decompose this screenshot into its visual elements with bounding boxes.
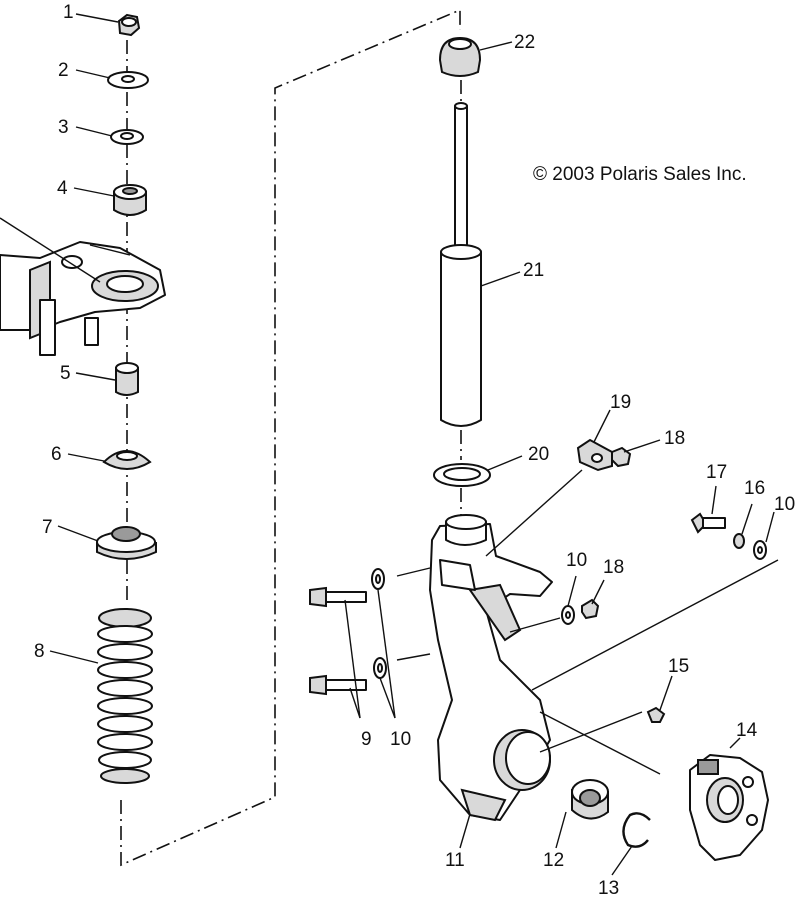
leader-8 — [49, 650, 99, 664]
part-15-bleeder-valve-icon — [646, 706, 666, 723]
part-9-bolt-icon — [309, 586, 367, 696]
leader-10b — [379, 677, 396, 719]
callout-2: 2 — [58, 60, 69, 81]
part-10-washer-icon-right — [753, 540, 767, 560]
leader-19 — [593, 409, 611, 443]
callout-1: 1 — [63, 2, 74, 23]
callout-17: 17 — [706, 462, 727, 483]
part-1-nut-icon — [117, 13, 141, 37]
part-20-washer-icon — [433, 463, 491, 487]
leader-18b — [591, 579, 605, 605]
part-13-retaining-ring-icon — [622, 812, 651, 848]
leader-10d — [765, 511, 775, 543]
part-18-nut-icon-lower — [581, 598, 600, 620]
leader-2 — [75, 69, 111, 79]
relation-bolt-spindle — [531, 559, 779, 691]
callout-12: 12 — [543, 850, 564, 871]
callout-6: 6 — [51, 444, 62, 465]
callout-14: 14 — [736, 720, 758, 741]
callout-10-middle: 10 — [566, 550, 587, 571]
part-16-lock-washer-icon — [733, 533, 745, 549]
leader-9a — [344, 599, 361, 719]
leader-3 — [75, 126, 113, 137]
callout-4: 4 — [57, 178, 68, 199]
copyright-notice: © 2003 Polaris Sales Inc. — [533, 164, 747, 185]
part-12-bearing-icon — [571, 779, 609, 820]
leader-1 — [75, 13, 119, 23]
leader-18a — [623, 439, 661, 453]
leader-7 — [57, 525, 99, 542]
leader-14 — [729, 737, 741, 749]
leader-bolt-lower — [396, 653, 431, 661]
callout-7: 7 — [42, 517, 53, 538]
part-18-nut-icon — [611, 446, 632, 468]
callout-10-right: 10 — [774, 494, 795, 515]
callout-16: 16 — [744, 478, 765, 499]
part-8-coil-spring-icon — [97, 608, 153, 784]
callout-21: 21 — [523, 260, 544, 281]
part-6-spring-seat-icon — [102, 450, 152, 470]
relation-washer-spindle — [509, 617, 561, 633]
callout-19: 19 — [610, 392, 631, 413]
part-10-washer-icon — [371, 568, 387, 679]
callout-18-upper: 18 — [664, 428, 685, 449]
part-22-jounce-bumper-icon — [438, 36, 482, 77]
relation-caliper-spindle — [539, 711, 661, 775]
leader-16 — [741, 503, 753, 535]
part-5-bushing-icon — [115, 362, 139, 396]
leader-6 — [67, 453, 105, 462]
callout-11: 11 — [445, 850, 465, 871]
leader-12 — [555, 811, 567, 849]
leader-22 — [479, 41, 513, 51]
leader-10c — [567, 575, 577, 607]
callout-5: 5 — [60, 363, 71, 384]
part-2-washer-icon — [107, 71, 149, 89]
part-17-bolt-icon — [690, 512, 726, 534]
leader-15 — [659, 675, 673, 711]
leader-13 — [611, 845, 633, 876]
relation-bracket-spindle — [485, 469, 583, 557]
leader-9b — [349, 687, 361, 719]
callout-10-left: 10 — [390, 729, 411, 750]
part-4-bushing-icon — [113, 184, 147, 216]
leader-17 — [711, 485, 717, 515]
leader-4 — [73, 187, 115, 197]
callout-22: 22 — [514, 32, 535, 53]
callout-15: 15 — [668, 656, 689, 677]
callout-20: 20 — [528, 444, 549, 465]
part-11-spindle-icon — [429, 514, 553, 822]
leader-bolt-upper — [396, 567, 431, 577]
relation-bleeder — [539, 711, 643, 753]
part-3-washer-icon — [110, 129, 144, 145]
leader-11 — [459, 813, 471, 849]
left-assembly-boundary — [120, 8, 461, 867]
strut-mount-bracket — [0, 217, 166, 356]
part-14-brake-caliper-icon — [689, 754, 769, 861]
callout-13: 13 — [598, 878, 619, 899]
callout-18-lower: 18 — [603, 557, 624, 578]
callout-3: 3 — [58, 117, 69, 138]
leader-21 — [480, 271, 521, 287]
part-19-bracket-icon — [576, 438, 613, 472]
part-7-spring-seat-icon — [96, 526, 157, 560]
leader-20 — [487, 455, 523, 471]
callout-8: 8 — [34, 641, 45, 662]
leader-10a — [377, 589, 396, 719]
callout-9: 9 — [361, 729, 372, 750]
part-10-washer-icon-middle — [561, 605, 575, 625]
leader-5 — [75, 372, 116, 381]
part-21-strut-cartridge-icon — [440, 102, 482, 427]
